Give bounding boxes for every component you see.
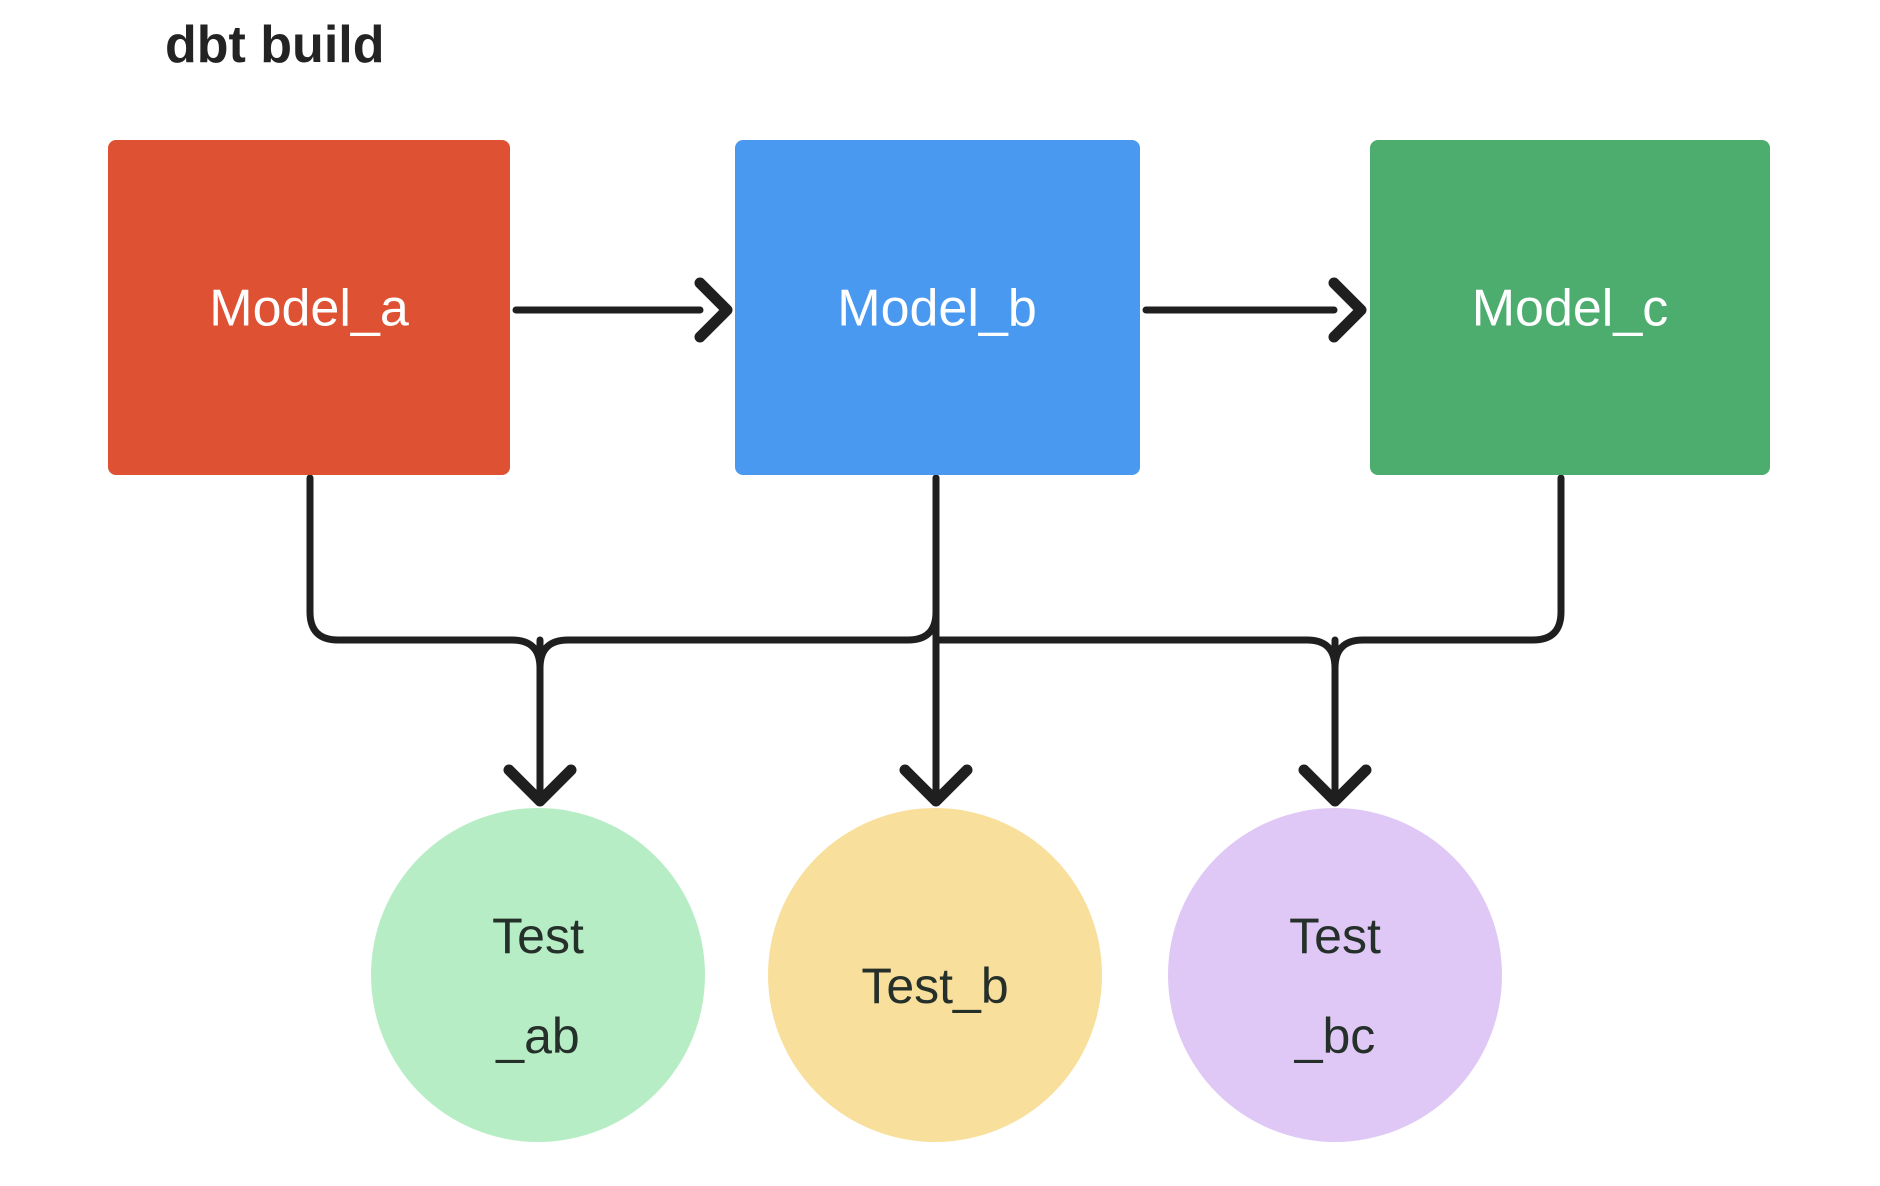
test-node-test-ab[interactable]: Test _ab [371, 808, 705, 1142]
model-a-label: Model_a [209, 280, 409, 338]
test-bc-shape[interactable] [1168, 808, 1502, 1142]
arrowhead-model-b-to-model-c [1328, 277, 1367, 343]
model-c-label: Model_c [1472, 280, 1669, 338]
model-b-label: Model_b [837, 280, 1036, 338]
arrowhead-test-b [899, 764, 973, 807]
model-b-shape[interactable] [735, 140, 1140, 475]
test-bc-label-line-1: Test [1289, 908, 1381, 964]
test-node-test-bc[interactable]: Test _bc [1168, 808, 1502, 1142]
test-b-label: Test_b [861, 958, 1008, 1014]
model-node-model-c[interactable]: Model_c [1370, 140, 1770, 475]
edge-model-a-to-test-ab [306, 474, 544, 672]
page-title: dbt build [165, 16, 384, 74]
arrowhead-model-a-to-model-b [694, 277, 733, 343]
test-node-test-b[interactable]: Test_b [768, 808, 1102, 1142]
test-b-shape[interactable] [768, 808, 1102, 1142]
edge-model-b-to-test-bc [932, 636, 1339, 672]
model-node-model-b[interactable]: Model_b [735, 140, 1140, 475]
test-ab-label-line-1: Test [492, 908, 584, 964]
test-ab-shape[interactable] [371, 808, 705, 1142]
edge-model-b-to-test-ab [536, 474, 940, 672]
arrowhead-test-ab [503, 764, 577, 807]
arrowhead-test-bc [1298, 764, 1372, 807]
edge-model-c-to-test-bc [1331, 474, 1565, 672]
model-node-model-a[interactable]: Model_a [108, 140, 510, 475]
model-a-shape[interactable] [108, 140, 510, 475]
test-ab-label-line-2: _ab [495, 1008, 579, 1064]
edge-layer [306, 277, 1565, 807]
model-c-shape[interactable] [1370, 140, 1770, 475]
test-bc-label-line-2: _bc [1294, 1008, 1376, 1064]
